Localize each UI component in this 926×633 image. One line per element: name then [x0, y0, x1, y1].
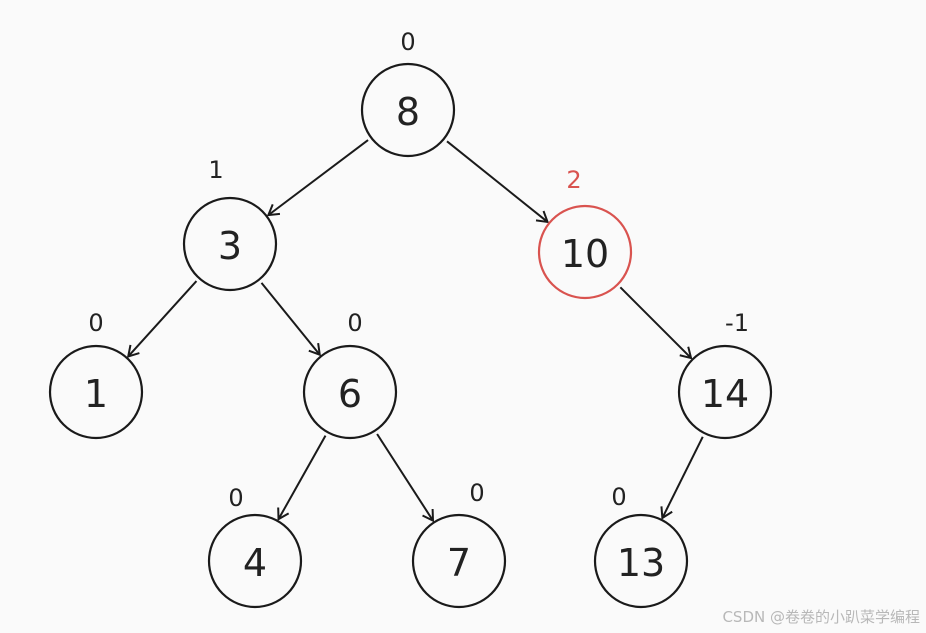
balance-factor-3: 1: [208, 156, 223, 184]
tree-node-13: 13 0: [593, 483, 689, 609]
edge-n3-n6: [260, 282, 321, 357]
tree-node-3: 31: [182, 156, 278, 292]
node-circle-6: [302, 344, 398, 440]
node-value-13: 13: [617, 541, 665, 585]
tree-node-1: 10: [48, 309, 144, 440]
balance-factor-7: 0: [469, 479, 484, 507]
edge-n8-n10: [446, 140, 550, 224]
tree-node-7: 70: [411, 479, 507, 609]
edge-n8-n3: [266, 139, 369, 217]
tree-node-14: 14 -1: [677, 309, 773, 440]
tree-edges: [126, 139, 704, 523]
edge-n6-n7: [376, 433, 435, 523]
edge-n3-n1: [126, 280, 198, 358]
node-circle-14: [677, 344, 773, 440]
node-circle-8: [360, 62, 456, 158]
tree-node-8: 80: [360, 28, 456, 158]
balance-factor-10: 2: [566, 166, 581, 194]
node-circle-10: [537, 204, 633, 300]
tree-node-10: 10 2: [537, 166, 633, 300]
edge-n14-n13: [660, 436, 704, 520]
balance-factor-8: 0: [400, 28, 415, 56]
node-value-3: 3: [218, 224, 242, 268]
tree-node-4: 40: [207, 484, 303, 609]
balance-factor-1: 0: [88, 309, 103, 337]
edge-n6-n4: [277, 435, 327, 521]
node-value-8: 8: [396, 90, 420, 134]
node-circle-3: [182, 196, 278, 292]
watermark-text: CSDN @卷卷的小趴菜学编程: [722, 608, 920, 626]
node-value-6: 6: [338, 372, 362, 416]
node-value-1: 1: [84, 372, 108, 416]
balance-factor-13: 0: [611, 483, 626, 511]
node-circle-1: [48, 344, 144, 440]
balance-factor-4: 0: [228, 484, 243, 512]
edge-n10-n14: [619, 286, 693, 360]
node-circle-13: [593, 513, 689, 609]
node-value-10: 10: [561, 232, 609, 276]
balance-factor-6: 0: [347, 309, 362, 337]
node-circle-4: [207, 513, 303, 609]
tree-node-6: 60: [302, 309, 398, 440]
node-value-7: 7: [447, 541, 471, 585]
balance-factor-14: -1: [725, 309, 749, 337]
node-value-14: 14: [701, 372, 749, 416]
node-value-4: 4: [243, 541, 267, 585]
node-circle-7: [411, 513, 507, 609]
